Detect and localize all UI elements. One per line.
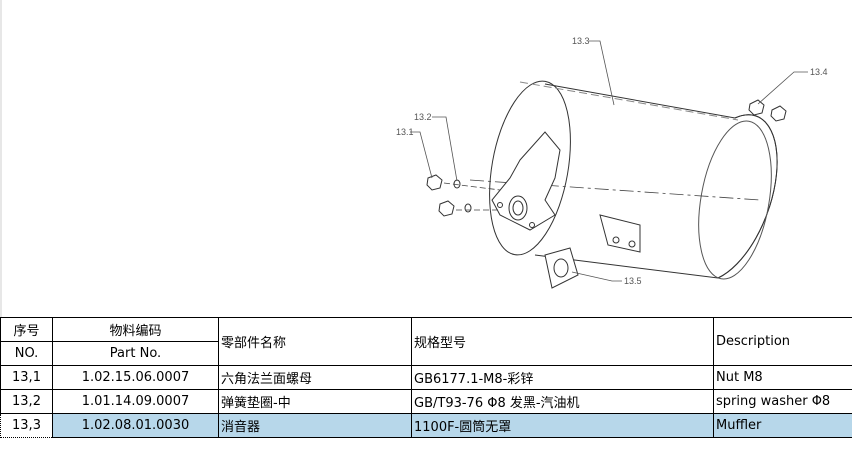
callout-13-2: 13.2 [414,112,432,122]
table-row[interactable]: 13,2 1.01.14.09.0007 弹簧垫圈-中 GB/T93-76 Φ8… [0,389,852,414]
mounting-bracket [599,214,641,253]
header-description: Description [713,317,852,366]
callout-13-3: 13.3 [572,36,590,46]
exploded-parts-drawing: 13.1 13.2 13.3 13.4 13.5 [0,0,828,318]
header-code-en: Part No. [52,341,219,366]
cell-name[interactable]: 消音器 [218,413,412,438]
cell-description[interactable]: Muffler [713,413,852,438]
callout-13-4: 13.4 [810,67,828,77]
table-row-selected[interactable]: 13,3 1.02.08.01.0030 消音器 1100F-圆筒无罩 Muff… [0,413,852,438]
muffler-assembly-diagram: 13.1 13.2 13.3 13.4 13.5 [0,0,828,318]
cell-name[interactable]: 六角法兰面螺母 [218,365,412,390]
gasket [544,247,579,289]
parts-list-table: 序号 物料编码 零部件名称 规格型号 Description NO. Part … [0,317,852,438]
cell-description[interactable]: spring washer Φ8 [713,389,852,414]
cell-spec[interactable]: GB/T93-76 Φ8 发黑-汽油机 [411,389,714,414]
cell-part-no[interactable]: 1.01.14.09.0007 [52,389,219,414]
header-name-zh: 零部件名称 [218,317,412,366]
cell-no[interactable]: 13,2 [0,389,53,414]
top-nuts [748,99,787,122]
flange-nuts [426,174,455,217]
table-row[interactable]: 13,1 1.02.15.06.0007 六角法兰面螺母 GB6177.1-M8… [0,365,852,390]
cell-name[interactable]: 弹簧垫圈-中 [218,389,412,414]
table-header-row: NO. Part No. [0,341,852,366]
callout-13-1: 13.1 [396,127,414,137]
cell-no[interactable]: 13,1 [0,365,53,390]
cell-description[interactable]: Nut M8 [713,365,852,390]
header-seq-zh: 序号 [0,317,53,342]
header-code-zh: 物料编码 [52,317,219,342]
cell-part-no[interactable]: 1.02.08.01.0030 [52,413,219,438]
cell-spec[interactable]: 1100F-圆筒无罩 [411,413,714,438]
cell-part-no[interactable]: 1.02.15.06.0007 [52,365,219,390]
cell-no[interactable]: 13,3 [0,413,53,438]
cell-spec[interactable]: GB6177.1-M8-彩锌 [411,365,714,390]
callout-13-5: 13.5 [624,276,642,286]
callout-leaders [410,40,808,282]
inlet-flange [491,131,561,231]
header-seq-en: NO. [0,341,53,366]
table-header-row: 序号 物料编码 零部件名称 规格型号 Description [0,317,852,366]
header-spec-zh: 规格型号 [411,317,714,366]
